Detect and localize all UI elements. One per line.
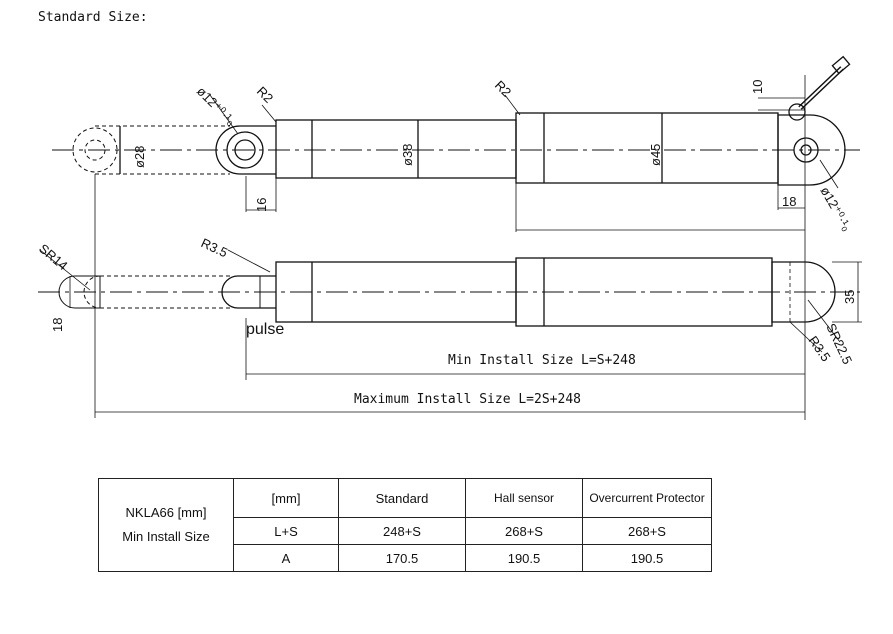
table-header-cell: [mm]: [233, 478, 339, 518]
dim-inner-tube-diameter: ø38: [400, 144, 415, 166]
dim-sr22-5: SR22.5: [823, 321, 855, 367]
max-install-size: Maximum Install Size L=2S+248: [354, 392, 581, 407]
bottom-rod-end: [221, 275, 276, 309]
dim-outer-tube-diameter: ø45: [648, 144, 663, 166]
table-cell: 268+S: [465, 517, 583, 545]
table-row-header: NKLA66 [mm] Min Install Size: [98, 478, 234, 572]
dim-18-top: 18: [782, 194, 796, 209]
dim-mid-radius: R2: [492, 78, 514, 100]
row-header-line2: Min Install Size: [122, 529, 210, 544]
table-header-row: NKLA66 [mm] Min Install Size [mm] Standa…: [98, 478, 712, 572]
dim-rod-end-diameter: ø28: [132, 146, 147, 168]
bottom-ghost-end: [83, 275, 230, 309]
table-cell: 190.5: [465, 544, 583, 572]
top-outer-tube: [515, 112, 779, 184]
dim-sr14: SR14: [36, 241, 71, 273]
dim-left-r35: R3.5: [199, 235, 230, 260]
dim-16: 16: [254, 198, 269, 212]
dim-left-radius: R2: [254, 84, 276, 106]
bottom-ghost-ball: [58, 275, 101, 309]
dim-10: 10: [750, 80, 765, 94]
table-cell: 248+S: [338, 517, 466, 545]
dim-left-hole: ø12⁺⁰·¹₀: [194, 84, 239, 129]
table-header-cell: Overcurrent Protector: [582, 478, 712, 518]
table-cell: 268+S: [582, 517, 712, 545]
table-cell: L+S: [233, 517, 339, 545]
table-header-cell: Hall sensor: [465, 478, 583, 518]
dim-35: 35: [842, 290, 857, 304]
top-rear-clevis: [777, 114, 846, 186]
table-row: L+S 248+S 268+S 268+S: [99, 517, 712, 545]
page-title: Standard Size:: [38, 10, 148, 25]
table-cell: A: [233, 544, 339, 572]
table-cell: 170.5: [338, 544, 466, 572]
cable-icon: [788, 55, 851, 121]
top-ghost-rod-end: [72, 125, 230, 175]
table-cell: 190.5: [582, 544, 712, 572]
dim-right-hole: ø12⁺⁰·¹₀: [817, 184, 854, 234]
technical-drawing: ø28 ø12⁺⁰·¹₀ R2 ø38 R2 ø45 10 16 18 ø12⁺…: [36, 55, 862, 420]
bottom-rear-ball: [771, 261, 836, 323]
row-header-line1: NKLA66 [mm]: [125, 505, 207, 520]
table-header-cell: Standard: [338, 478, 466, 518]
table-row: A 170.5 190.5 190.5: [99, 544, 712, 572]
pulse-label: pulse: [246, 321, 284, 338]
spec-table: NKLA66 [mm] Min Install Size [mm] Standa…: [98, 478, 712, 572]
dim-18-bottom: 18: [50, 318, 65, 332]
min-install-size: Min Install Size L=S+248: [448, 353, 636, 368]
